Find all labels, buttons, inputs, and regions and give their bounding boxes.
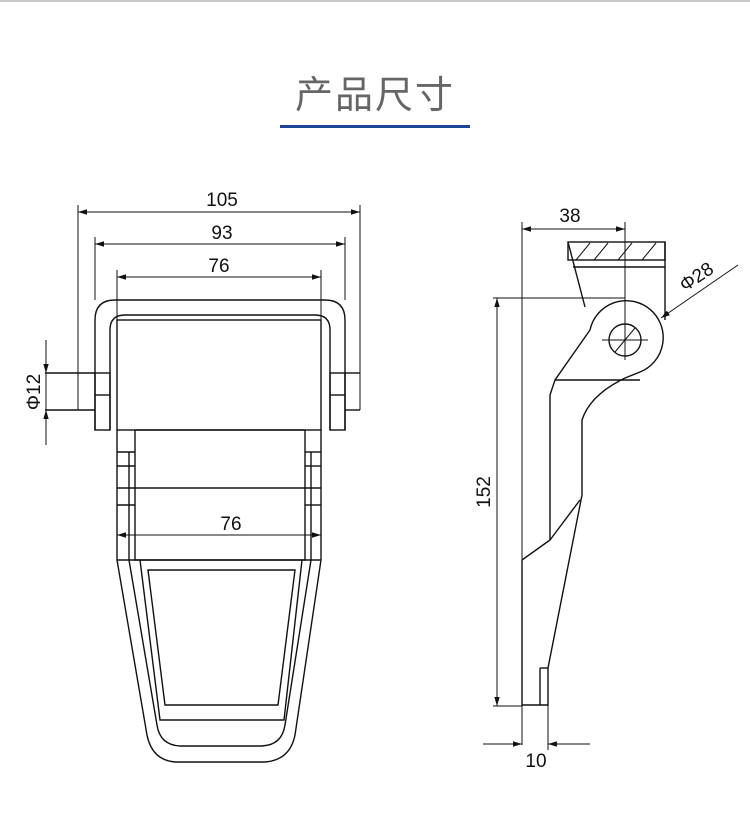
latch-outer: [116, 559, 322, 763]
front-view: 105 93 76 Φ12 76: [24, 190, 361, 763]
dim-overall-width: 105: [206, 190, 238, 211]
dim-thickness: 10: [525, 751, 546, 772]
plate-window: [134, 429, 306, 561]
dim-inner-width: 76: [208, 256, 229, 277]
bail-outer: [94, 299, 346, 430]
dim-pivot-diameter: Φ28: [676, 259, 718, 297]
dim-plate-width: 76: [220, 514, 241, 535]
dim-pin-diameter: Φ12: [24, 374, 45, 410]
title-underline: [280, 125, 470, 128]
dim-handle-width: 93: [211, 223, 232, 244]
hinge-body: [116, 319, 322, 431]
bail-inner: [109, 314, 331, 430]
top-divider: [0, 0, 750, 2]
dim-height: 152: [474, 476, 495, 508]
dim-offset: 38: [559, 206, 580, 227]
side-view: 38 152 10 Φ28: [474, 206, 739, 772]
page-title: 产品尺寸: [294, 73, 455, 117]
